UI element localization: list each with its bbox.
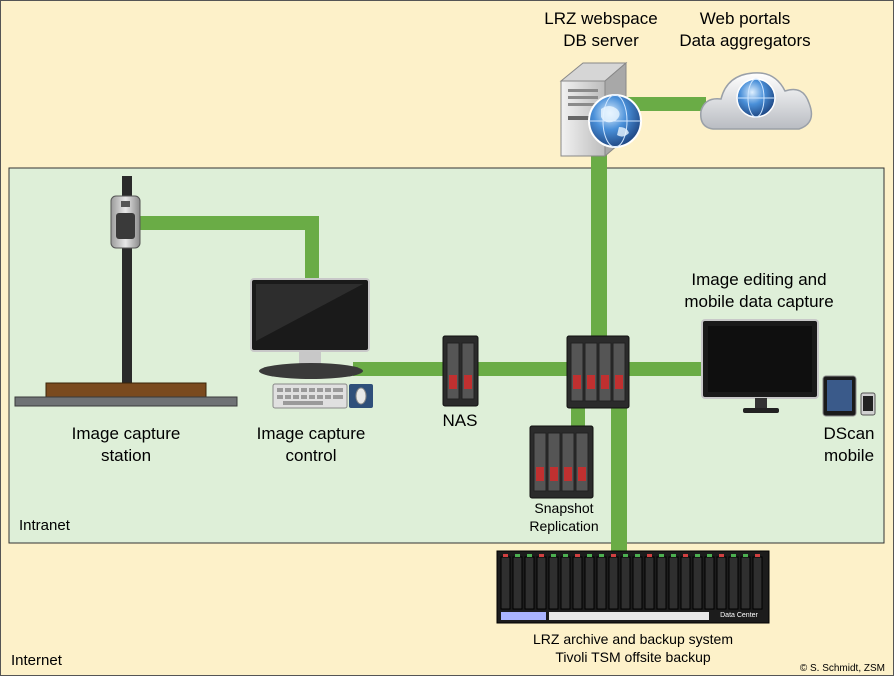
mouse-icon bbox=[349, 384, 373, 408]
rack-led bbox=[623, 554, 628, 557]
server-label-line1: LRZ webspace bbox=[544, 9, 658, 28]
rack-led bbox=[635, 554, 640, 557]
network-links bbox=[139, 97, 706, 553]
capture-control-label: Image capture control bbox=[241, 423, 381, 467]
rack-led bbox=[647, 554, 652, 557]
snapshot-label: Snapshot Replication bbox=[515, 499, 613, 535]
rack-slot bbox=[656, 556, 667, 610]
workstation-monitor-icon bbox=[250, 278, 370, 379]
link-control-nas bbox=[353, 362, 445, 376]
rack-slot bbox=[728, 556, 739, 610]
zone-label-intranet: Intranet bbox=[19, 517, 70, 534]
phone-icon bbox=[860, 392, 876, 416]
rack-led bbox=[563, 554, 568, 557]
rack-led bbox=[503, 554, 508, 557]
capture-station-label: Image capture station bbox=[56, 423, 196, 467]
rack-slot bbox=[500, 556, 511, 610]
rack-led bbox=[539, 554, 544, 557]
rack-led bbox=[599, 554, 604, 557]
editing-monitor-icon bbox=[701, 319, 819, 413]
rack-slot bbox=[704, 556, 715, 610]
rack-slot bbox=[560, 556, 571, 610]
dscan-label-line1: DScan bbox=[823, 424, 875, 443]
rack-slot bbox=[644, 556, 655, 610]
portals-label-line1: Web portals bbox=[699, 9, 791, 28]
rack-slot bbox=[692, 556, 703, 610]
server-label-line2: DB server bbox=[563, 31, 639, 51]
link-nas-hub bbox=[477, 362, 569, 376]
snapshot-label-line1: Snapshot bbox=[534, 500, 594, 516]
rack-slot bbox=[536, 556, 547, 610]
rack-slot bbox=[668, 556, 679, 610]
rack-led bbox=[755, 554, 760, 557]
rack-led bbox=[659, 554, 664, 557]
rack-slot bbox=[584, 556, 595, 610]
rack-slot bbox=[572, 556, 583, 610]
rack-led bbox=[719, 554, 724, 557]
rack-led bbox=[743, 554, 748, 557]
portals-label-line2: Data aggregators bbox=[679, 31, 811, 51]
rack-led bbox=[575, 554, 580, 557]
rack-led bbox=[515, 554, 520, 557]
dscan-label: DScan mobile bbox=[811, 423, 887, 467]
storage-hub-icon bbox=[566, 335, 630, 409]
link-hub-snapshot bbox=[571, 407, 585, 429]
globe-icon bbox=[588, 94, 642, 148]
link-camera-h bbox=[139, 216, 319, 230]
server-label: LRZ webspace DB server bbox=[531, 8, 671, 52]
nas-label: NAS bbox=[442, 411, 478, 430]
snapshot-storage-icon bbox=[529, 425, 594, 499]
archive-label: LRZ archive and backup system Tivoli TSM… bbox=[491, 630, 775, 666]
snapshot-label-line2: Replication bbox=[529, 518, 599, 535]
portals-label: Web portals Data aggregators bbox=[671, 8, 819, 52]
rack-slot bbox=[512, 556, 523, 610]
rack-led bbox=[695, 554, 700, 557]
editing-label-line2: mobile data capture bbox=[684, 292, 834, 312]
rack-slot bbox=[548, 556, 559, 610]
capture-control-label-line1: Image capture bbox=[256, 424, 366, 443]
link-hub-archive bbox=[611, 407, 627, 553]
link-hub-editing bbox=[629, 362, 705, 376]
tablet-icon bbox=[822, 375, 857, 417]
rack-led bbox=[671, 554, 676, 557]
rack-led bbox=[683, 554, 688, 557]
archive-label-line2: Tivoli TSM offsite backup bbox=[555, 649, 711, 666]
rack-slot bbox=[524, 556, 535, 610]
rack-led bbox=[611, 554, 616, 557]
link-server-down bbox=[591, 151, 607, 341]
keyboard-icon bbox=[272, 383, 348, 409]
rack-slot bbox=[596, 556, 607, 610]
rack-slot bbox=[680, 556, 691, 610]
archive-label-line1: LRZ archive and backup system bbox=[533, 631, 733, 647]
rack-slot bbox=[752, 556, 763, 610]
storage-rack-icon bbox=[496, 550, 770, 624]
link-server-portal bbox=[616, 97, 706, 111]
copy-stand-icon bbox=[14, 176, 238, 407]
zone-label-internet: Internet bbox=[11, 652, 62, 669]
editing-label-line1: Image editing and bbox=[691, 270, 827, 289]
rack-slot bbox=[740, 556, 751, 610]
nas-icon bbox=[442, 335, 479, 407]
rack-slot bbox=[620, 556, 631, 610]
dscan-label-line2: mobile bbox=[823, 446, 875, 466]
rack-led bbox=[551, 554, 556, 557]
credit-label: © S. Schmidt, ZSM bbox=[799, 663, 885, 674]
cloud-icon bbox=[700, 72, 813, 130]
rack-led bbox=[731, 554, 736, 557]
camera-icon bbox=[110, 195, 141, 249]
rack-slot bbox=[716, 556, 727, 610]
editing-label: Image editing and mobile data capture bbox=[673, 269, 845, 313]
rack-led bbox=[707, 554, 712, 557]
capture-control-label-line2: control bbox=[285, 446, 337, 466]
link-camera-v bbox=[305, 216, 319, 278]
rack-datacenter-label: Data Center bbox=[713, 611, 765, 621]
rack-slot bbox=[608, 556, 619, 610]
rack-led bbox=[527, 554, 532, 557]
rack-led bbox=[587, 554, 592, 557]
capture-station-label-line1: Image capture bbox=[71, 424, 181, 443]
capture-station-label-line2: station bbox=[100, 446, 152, 466]
rack-slot bbox=[632, 556, 643, 610]
